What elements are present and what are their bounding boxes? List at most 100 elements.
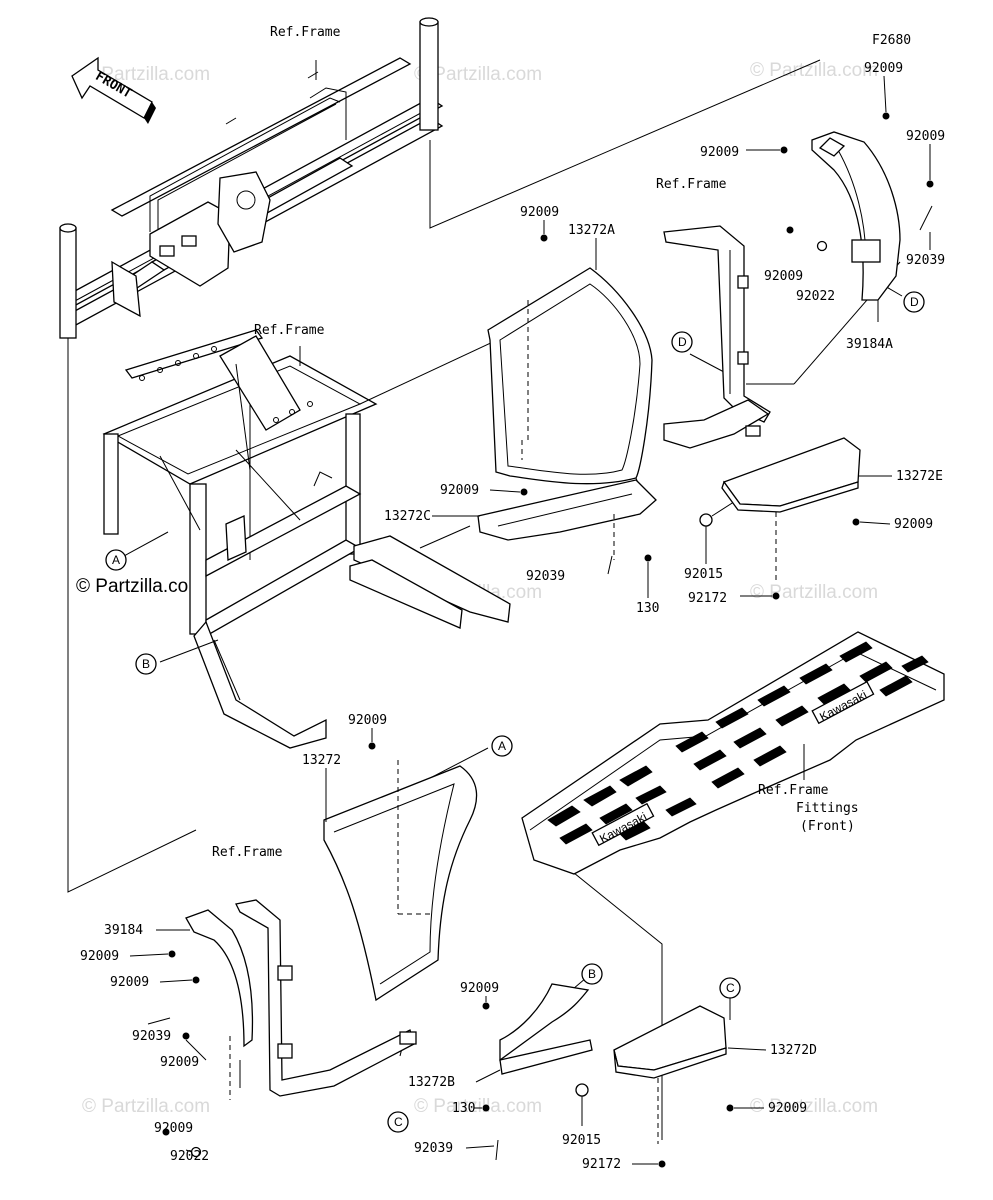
rivet-icon <box>919 205 933 231</box>
bolt-icon <box>168 950 176 958</box>
bolt-icon <box>482 1104 490 1112</box>
watermark-text: © Partzilla.com <box>414 64 542 85</box>
callout-circle <box>135 653 157 675</box>
grommet-icon <box>699 513 713 527</box>
label-leaders <box>129 75 931 1165</box>
callouts: A B D D A B C C <box>105 291 925 1133</box>
cover-13272A <box>487 267 653 489</box>
part-number-label: 92009 <box>160 1055 199 1070</box>
part-number-label: 13272A <box>568 223 615 238</box>
part-number-label: 92015 <box>562 1133 601 1148</box>
part-number-label: 92009 <box>348 713 387 728</box>
part-number-label: 92009 <box>764 269 803 284</box>
part-number-label: 92009 <box>80 949 119 964</box>
watermark-text: © Partzilla.com <box>82 1096 210 1117</box>
bolt-icon <box>780 146 788 154</box>
cover-13272 <box>323 760 478 1002</box>
rear-mount-bracket <box>663 225 771 449</box>
part-number-label: 92009 <box>768 1101 807 1116</box>
frame-holes <box>139 346 313 423</box>
part-number-label: 92039 <box>132 1029 171 1044</box>
part-number-label: 92009 <box>894 517 933 532</box>
rivet-icon <box>495 1139 499 1161</box>
callout-circle <box>581 963 603 985</box>
bolt-icon <box>786 226 794 234</box>
callout-circle <box>491 735 513 757</box>
bolt-icon <box>852 518 860 526</box>
watermark-text: © Partzilla.com <box>750 582 878 603</box>
callout-circle <box>719 977 741 999</box>
watermark-text: © Partzilla.com <box>750 60 878 81</box>
floor-mat: Kawasaki Kawasaki <box>521 631 945 875</box>
ref-frame-label: Ref.Frame <box>212 845 283 860</box>
part-number-label: 39184A <box>846 337 893 352</box>
side-panel-39184 <box>185 909 254 1100</box>
part-number-label: 92172 <box>688 591 727 606</box>
callout-circle <box>671 331 693 353</box>
part-number-label: 130 <box>452 1101 475 1116</box>
callout-c-right: C <box>726 981 735 995</box>
side-panel-39184A <box>811 131 901 301</box>
part-number-label: 13272B <box>408 1075 455 1090</box>
callout-circle <box>903 291 925 313</box>
callout-b-right: B <box>588 967 596 981</box>
bolt-icon <box>520 488 528 496</box>
mat-tread-pattern <box>547 641 929 845</box>
part-number-labels: 92009 92009 92009 92009 92022 92039 3918… <box>80 61 945 1172</box>
ref-frame-label: Ref.Frame <box>656 177 727 192</box>
callout-c-bottom: C <box>394 1115 403 1129</box>
figure-code: F2680 <box>872 33 911 48</box>
part-number-label: 92009 <box>700 145 739 160</box>
callout-d-right: D <box>910 295 919 309</box>
panel-13272C <box>477 479 657 560</box>
part-number-label: 92009 <box>520 205 559 220</box>
ref-frame-label: Ref.Frame <box>270 25 341 40</box>
bolt-icon <box>182 1032 190 1040</box>
part-number-label: 92039 <box>414 1141 453 1156</box>
part-number-label: 92009 <box>460 981 499 996</box>
bolt-icon <box>726 1104 734 1112</box>
callout-a-left: A <box>112 553 120 567</box>
panel-13272B <box>499 983 593 1075</box>
part-number-label: 13272 <box>302 753 341 768</box>
watermark-text: © Partzilla.com <box>76 576 204 597</box>
ref-fittings-label-line3: (Front) <box>800 819 855 834</box>
part-number-label: 13272D <box>770 1043 817 1058</box>
callout-d-left: D <box>678 335 687 349</box>
watermark-text: © Partzilla.com <box>414 1096 542 1117</box>
part-number-label: 13272C <box>384 509 431 524</box>
fasteners <box>147 112 934 1168</box>
bolt-icon <box>482 1002 490 1010</box>
bolt-icon <box>162 1128 170 1136</box>
rivet-icon <box>147 1017 171 1025</box>
rivet-icon <box>607 555 613 575</box>
bolt-icon <box>658 1160 666 1168</box>
ref-fittings-label-line2: Fittings <box>796 801 859 816</box>
part-number-label: 92039 <box>526 569 565 584</box>
main-chassis <box>102 329 511 749</box>
part-number-label: 92009 <box>440 483 479 498</box>
watermark-text: © Partzilla.com <box>750 1096 878 1117</box>
bottom-mount-bracket <box>235 899 417 1097</box>
part-number-label: 92009 <box>110 975 149 990</box>
grommet-icon <box>575 1083 589 1097</box>
callout-a-right: A <box>498 739 506 753</box>
panel-13272E <box>721 437 861 580</box>
callout-circle <box>105 549 127 571</box>
part-number-label: 92022 <box>170 1149 209 1164</box>
reference-labels: Ref.Frame Ref.Frame Ref.Frame Ref.Frame … <box>212 25 859 860</box>
ref-fittings-label-line1: Ref.Frame <box>758 783 829 798</box>
part-number-label: 92039 <box>906 253 945 268</box>
bolt-icon <box>926 180 934 188</box>
bolt-icon <box>772 592 780 600</box>
bolt-icon <box>882 112 890 120</box>
bolt-icon <box>192 976 200 984</box>
part-number-label: 13272E <box>896 469 943 484</box>
washer-icon <box>816 240 828 252</box>
ref-frame-label: Ref.Frame <box>254 323 325 338</box>
bolt-icon <box>644 554 652 562</box>
part-number-label: 39184 <box>104 923 143 938</box>
part-number-label: 92009 <box>154 1121 193 1136</box>
part-number-label: 92022 <box>796 289 835 304</box>
